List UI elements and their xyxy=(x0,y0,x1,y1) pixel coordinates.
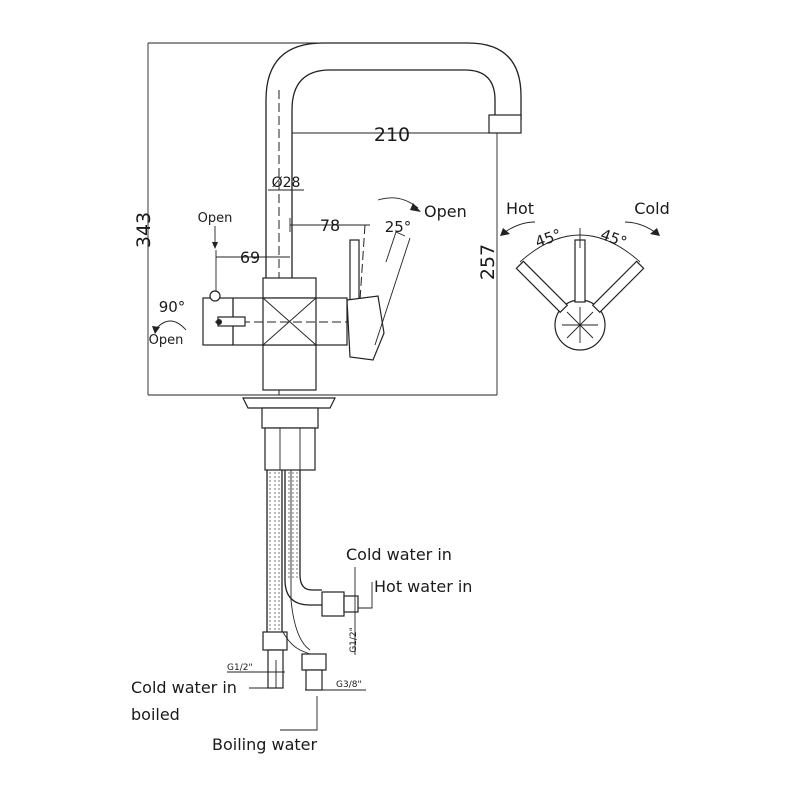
dimension-257: 257 xyxy=(477,133,499,395)
dim-tube-diameter: Ø28 xyxy=(272,175,301,191)
dim-boiling-handle-offset: 69 xyxy=(240,248,260,267)
dimension-78: 78 xyxy=(289,216,370,235)
dimension-diameter: Ø28 xyxy=(268,175,304,191)
dim-lever-angle: 25° xyxy=(385,218,412,236)
label-thread-g38: G3/8" xyxy=(336,680,362,690)
label-cold-water-in-boiled-2: boiled xyxy=(131,705,180,724)
label-hot-water-in: Hot water in xyxy=(374,577,472,596)
callout-boiling-water: G3/8" Boiling water xyxy=(212,680,366,754)
callout-cold-water-in: Cold water in G1/2" xyxy=(346,545,452,655)
label-thread-g12-right: G1/2" xyxy=(349,627,359,653)
dim-overall-height: 343 xyxy=(133,212,155,248)
label-open-boiling: Open xyxy=(198,211,233,226)
label-thread-g12-left: G1/2" xyxy=(227,663,253,673)
callout-cold-water-in-boiled: G1/2" Cold water in boiled xyxy=(131,660,285,724)
faucet-body xyxy=(202,277,355,391)
label-cold-water-in-boiled-1: Cold water in xyxy=(131,678,237,697)
dimension-69: 69 Open xyxy=(198,211,290,295)
dim-mix-angle-left: 45° xyxy=(533,225,564,251)
lever-handle: 25° Open xyxy=(346,197,467,361)
label-open-lever: Open xyxy=(424,202,467,221)
label-cold: Cold xyxy=(634,199,670,218)
handle-top-view: Hot Cold 45° 45° xyxy=(500,199,670,351)
base-mount xyxy=(242,397,336,471)
dim-boiling-rotation: 90° xyxy=(159,298,186,316)
dim-spout-height: 257 xyxy=(477,244,499,280)
dim-handle-offset: 78 xyxy=(320,216,340,235)
label-hot: Hot xyxy=(506,199,534,218)
dim-mix-angle-right: 45° xyxy=(598,225,629,251)
hoses xyxy=(262,470,359,691)
dimension-343: 343 xyxy=(133,42,497,396)
label-cold-water-in: Cold water in xyxy=(346,545,452,564)
dim-spout-reach: 210 xyxy=(374,124,410,146)
dimension-210: 210 xyxy=(292,124,497,146)
label-boiling-water: Boiling water xyxy=(212,735,317,754)
callout-hot-water-in: Hot water in xyxy=(358,577,472,609)
boiling-rotation-indicator: 90° Open xyxy=(149,298,187,348)
label-open-rotation: Open xyxy=(149,333,184,348)
